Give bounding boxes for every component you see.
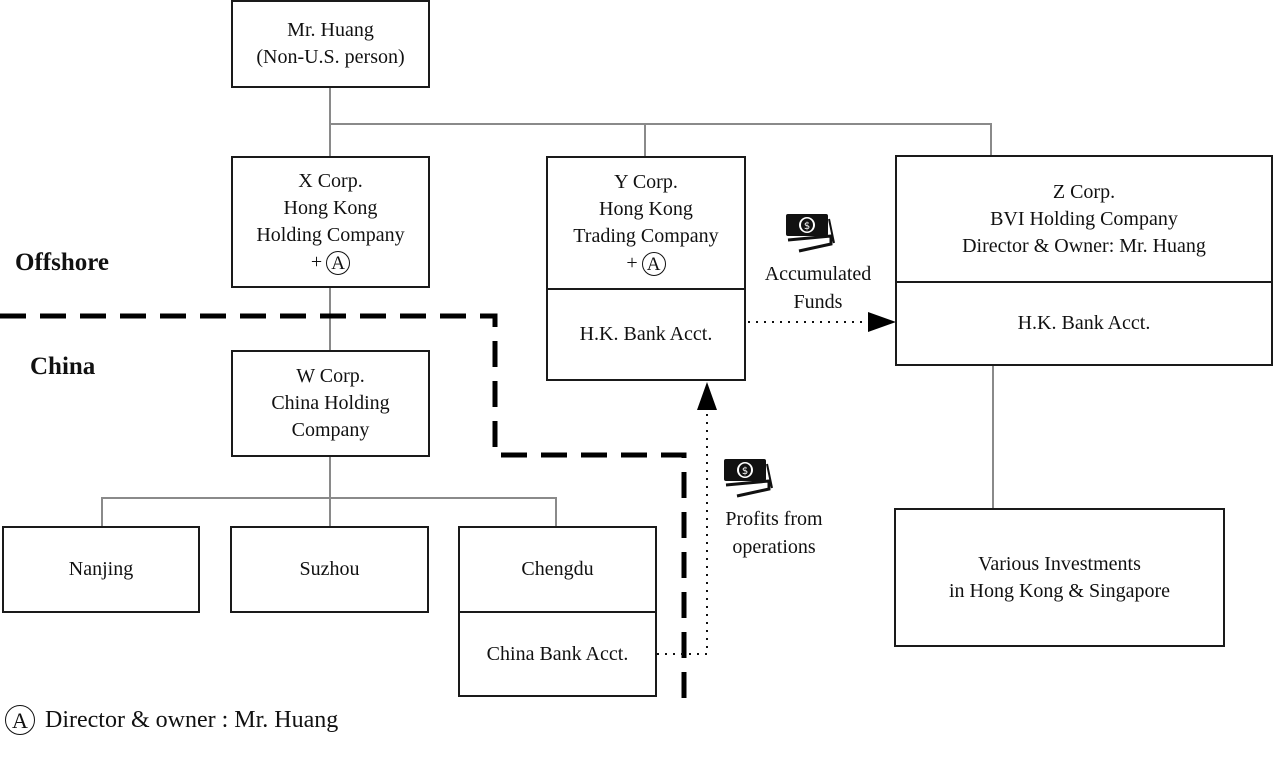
x-corp-box[interactable]: X Corp. Hong Kong Holding Company +A [231, 156, 430, 288]
x-corp-label: X Corp. Hong Kong Holding Company [256, 170, 405, 246]
z-corp-bank-account: H.K. Bank Acct. [897, 281, 1271, 364]
investments-label: Various Investments in Hong Kong & Singa… [948, 552, 1171, 602]
money-icon: $ [724, 459, 773, 498]
z-corp-label: Z Corp. BVI Holding Company Director & O… [962, 180, 1206, 257]
director-owner-icon: A [5, 705, 35, 735]
w-corp-box[interactable]: W Corp. China Holding Company [231, 350, 430, 457]
money-icon: $ [786, 214, 835, 253]
plus-marker: + [310, 251, 323, 273]
mr-huang-label: Mr. Huang (Non-U.S. person) [256, 19, 405, 68]
mr-huang-box[interactable]: Mr. Huang (Non-U.S. person) [231, 0, 430, 88]
y-corp-box[interactable]: Y Corp. Hong Kong Trading Company +A H.K… [546, 156, 746, 381]
legend-text: Director & owner : Mr. Huang [45, 706, 339, 733]
legend: A Director & owner : Mr. Huang [5, 705, 338, 735]
chengdu-box[interactable]: Chengdu China Bank Acct. [458, 526, 657, 697]
connector-w-subs [101, 497, 557, 527]
suzhou-box[interactable]: Suzhou [230, 526, 429, 613]
w-corp-label: W Corp. China Holding Company [271, 365, 390, 441]
arrowhead-z [868, 312, 896, 332]
svg-text:$: $ [804, 221, 810, 232]
profits-label: Profits from operations [725, 508, 823, 558]
chengdu-label: Chengdu [521, 558, 594, 580]
accumulated-funds-label: Accumulated Funds [764, 263, 872, 313]
y-corp-bank-account: H.K. Bank Acct. [548, 288, 744, 379]
region-offshore-label: Offshore [15, 249, 109, 276]
svg-text:$: $ [742, 466, 748, 477]
director-owner-icon: A [641, 252, 666, 277]
offshore-china-border [0, 313, 687, 710]
china-bank-account: China Bank Acct. [460, 611, 655, 695]
director-owner-icon: A [326, 251, 351, 276]
plus-marker: + [626, 252, 638, 274]
investments-box[interactable]: Various Investments in Hong Kong & Singa… [894, 508, 1225, 647]
profits-flow [657, 408, 708, 655]
region-china-label: China [30, 353, 96, 380]
z-corp-box[interactable]: Z Corp. BVI Holding Company Director & O… [895, 155, 1273, 366]
arrowhead-y [697, 382, 717, 410]
nanjing-box[interactable]: Nanjing [2, 526, 200, 613]
connector-huang-z [330, 123, 992, 156]
suzhou-label: Suzhou [299, 558, 360, 580]
nanjing-label: Nanjing [68, 558, 134, 580]
y-corp-label: Y Corp. Hong Kong Trading Company [573, 171, 719, 247]
